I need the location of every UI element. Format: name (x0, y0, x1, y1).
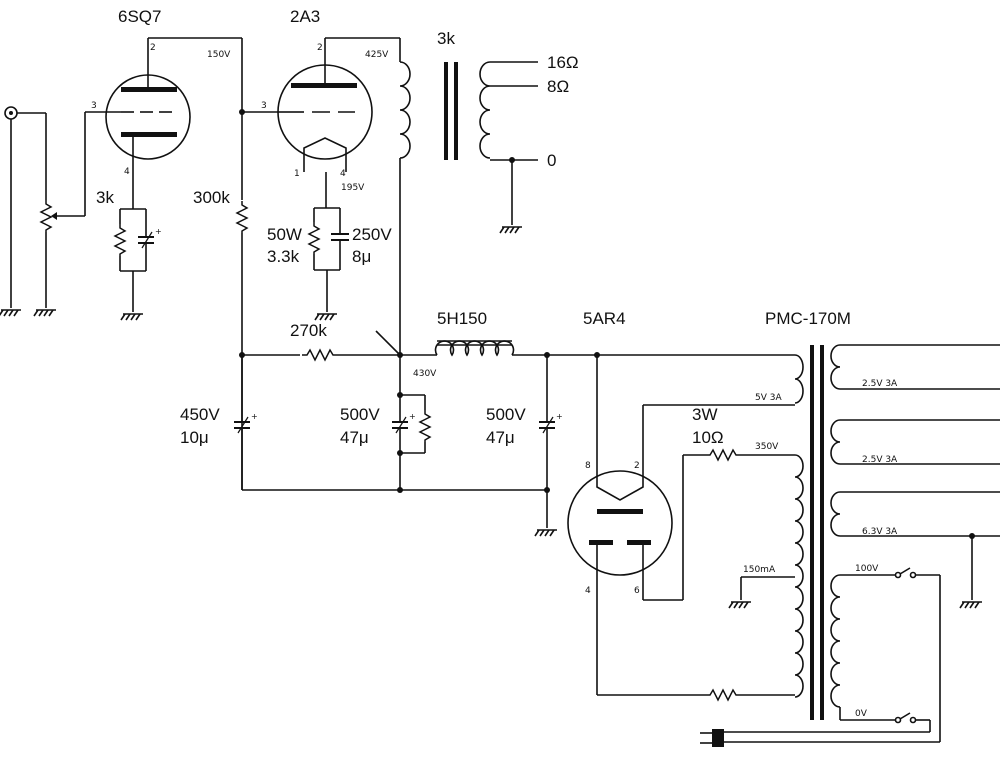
svg-text:4: 4 (124, 167, 130, 177)
rect-resistors: 3W 10Ω (597, 405, 795, 701)
svg-text:10Ω: 10Ω (692, 428, 724, 447)
v2-cathode-voltage: 195V (341, 183, 365, 193)
svg-text:50W: 50W (267, 225, 302, 244)
svg-text:47μ: 47μ (486, 428, 515, 447)
svg-text:6: 6 (634, 586, 640, 596)
svg-text:150mA: 150mA (743, 565, 776, 575)
svg-text:6.3V 3A: 6.3V 3A (862, 527, 898, 537)
svg-text:270k: 270k (290, 321, 327, 340)
svg-text:350V: 350V (755, 442, 779, 452)
svg-text:PMC-170M: PMC-170M (765, 309, 851, 328)
svg-text:8Ω: 8Ω (547, 77, 569, 96)
svg-text:3: 3 (91, 101, 97, 111)
svg-text:500V: 500V (486, 405, 526, 424)
svg-text:4: 4 (340, 169, 346, 179)
output-transformer: 3k 16Ω 8Ω 0 (399, 29, 579, 355)
volume-potentiometer (33, 112, 86, 317)
svg-text:3k: 3k (437, 29, 455, 48)
svg-text:1: 1 (294, 169, 300, 179)
svg-text:500V: 500V (340, 405, 380, 424)
svg-text:2: 2 (634, 461, 640, 471)
svg-text:2: 2 (150, 43, 156, 53)
v1-plate-voltage: 150V (207, 50, 231, 60)
svg-text:300k: 300k (193, 188, 230, 207)
tube-2a3: 2A3 2 3 1 4 (261, 7, 400, 208)
svg-text:5AR4: 5AR4 (583, 309, 626, 328)
input-jack (0, 106, 46, 317)
svg-text:47μ: 47μ (340, 428, 369, 447)
svg-text:8μ: 8μ (352, 247, 371, 266)
svg-text:2A3: 2A3 (290, 7, 320, 26)
tube-5ar4: 5AR4 8 2 4 6 (567, 309, 684, 695)
svg-text:250V: 250V (352, 225, 392, 244)
svg-text:2: 2 (317, 43, 323, 53)
svg-text:3W: 3W (692, 405, 718, 424)
svg-text:3.3k: 3.3k (267, 247, 300, 266)
v2-plate-voltage: 425V (365, 50, 389, 60)
svg-text:0V: 0V (855, 709, 868, 719)
filter-network: 270k 430V 5H150 450V 10μ 500V 47μ (180, 309, 795, 537)
svg-text:3k: 3k (96, 188, 114, 207)
svg-text:4: 4 (585, 586, 591, 596)
svg-text:10μ: 10μ (180, 428, 209, 447)
svg-text:3: 3 (261, 101, 267, 111)
svg-text:8: 8 (585, 461, 591, 471)
svg-text:5H150: 5H150 (437, 309, 487, 328)
svg-text:5V 3A: 5V 3A (755, 393, 782, 403)
v1-cathode-network: 3k (96, 188, 163, 321)
tube-6sq7: 6SQ7 2 3 4 (85, 7, 242, 200)
svg-text:430V: 430V (413, 369, 437, 379)
svg-text:16Ω: 16Ω (547, 53, 579, 72)
svg-text:2.5V 3A: 2.5V 3A (862, 379, 898, 389)
svg-text:6SQ7: 6SQ7 (118, 7, 161, 26)
v2-cathode-network: 50W 3.3k 250V 8μ (267, 207, 392, 321)
svg-text:0: 0 (547, 151, 556, 170)
svg-text:450V: 450V (180, 405, 220, 424)
power-transformer: PMC-170M 5V 3A 350V 150mA 2.5V 3A 2.5V 3… (643, 309, 1000, 742)
svg-text:100V: 100V (855, 564, 879, 574)
ac-plug-icon (700, 729, 940, 747)
svg-text:2.5V 3A: 2.5V 3A (862, 455, 898, 465)
